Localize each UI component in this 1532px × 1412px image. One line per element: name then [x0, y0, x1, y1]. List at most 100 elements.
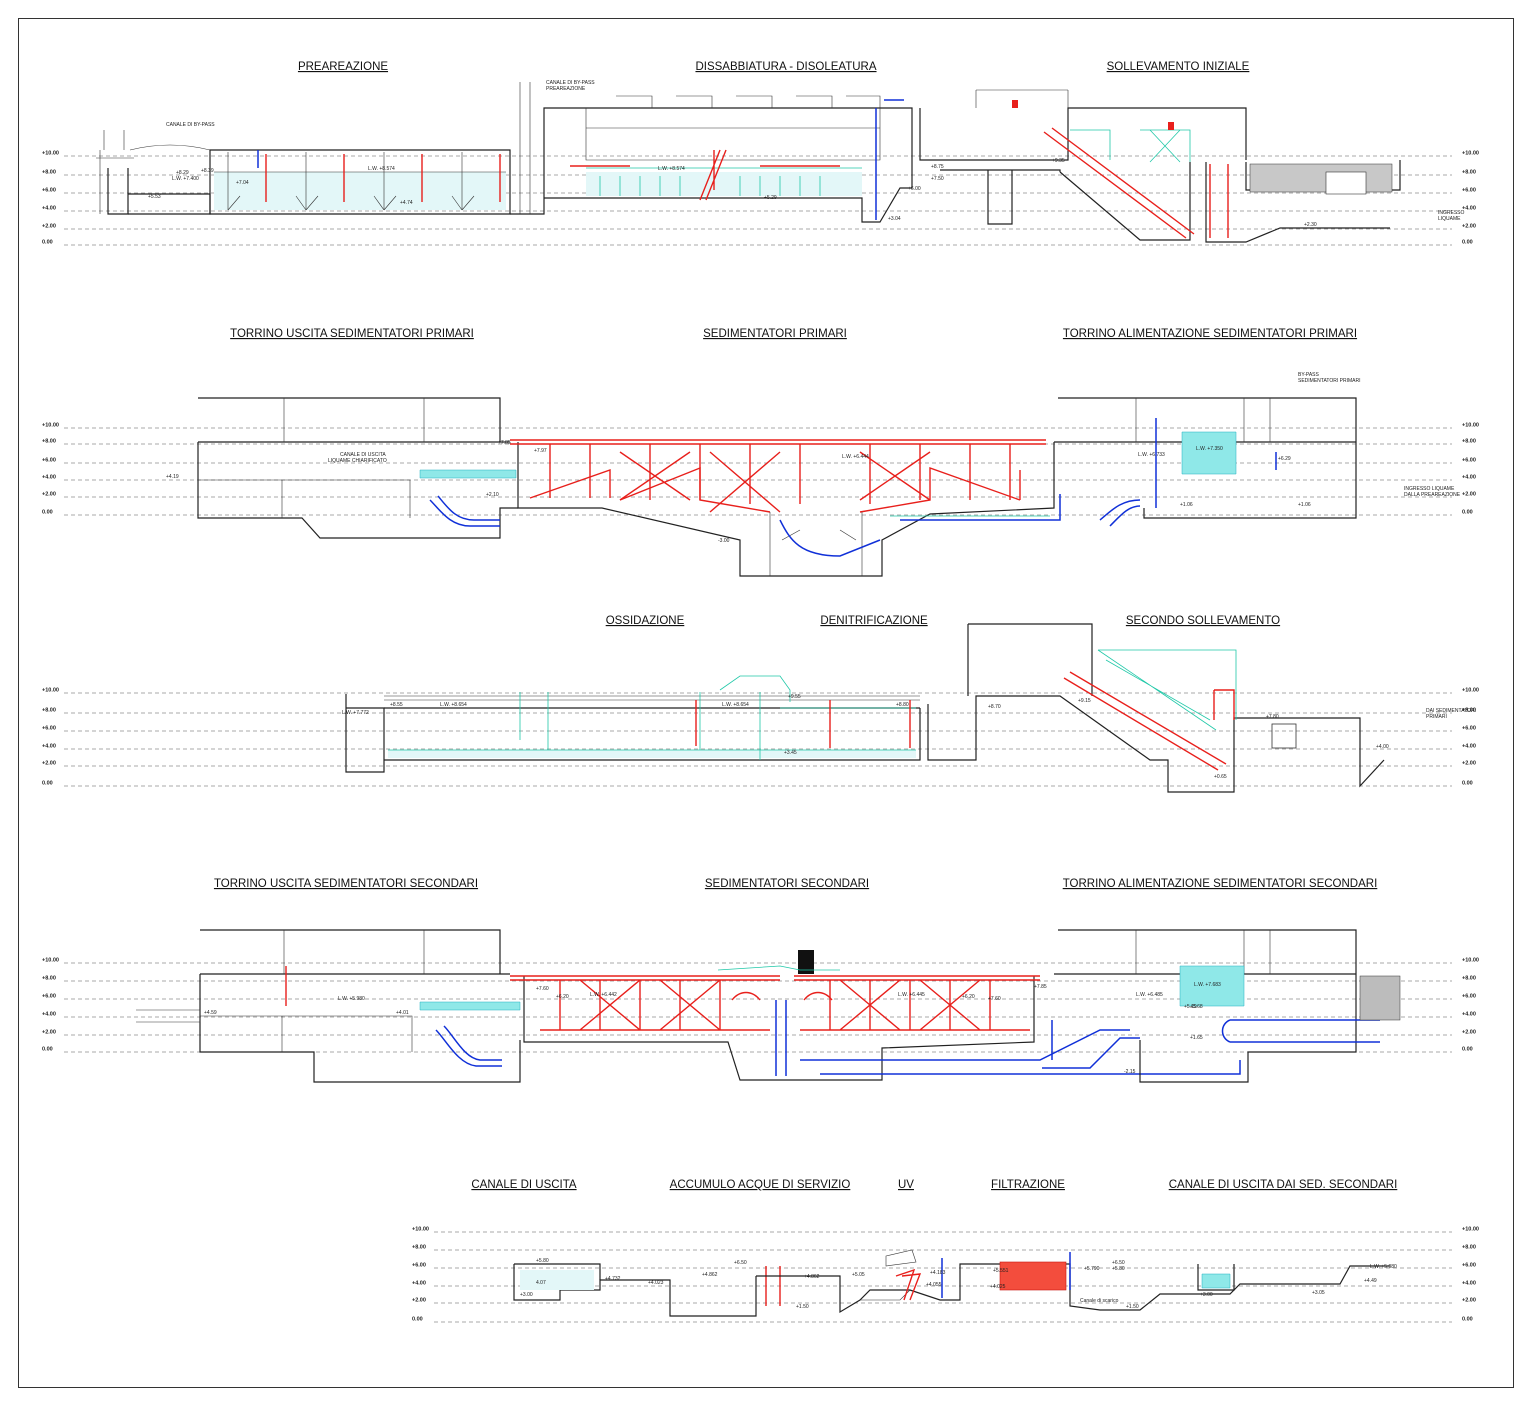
- elevation-annotation: +9.55: [788, 694, 801, 700]
- level-label-right: +2.00: [1462, 1298, 1476, 1304]
- level-label-right: +8.00: [1462, 1245, 1476, 1251]
- level-label-left: +8.00: [412, 1245, 426, 1251]
- level-label-right: +10.00: [1462, 1227, 1479, 1233]
- elevation-annotation: +1.50: [796, 1304, 809, 1310]
- elevation-annotation: +5.19: [1184, 1004, 1197, 1010]
- elevation-annotation: +3.45: [784, 750, 797, 756]
- elevation-annotation: +5.05: [852, 1272, 865, 1278]
- elevation-annotation: LIQUAME: [1438, 216, 1461, 222]
- level-label-left: +6.00: [412, 1263, 426, 1269]
- section-1-structures: [96, 82, 1401, 243]
- level-label-right: 0.00: [1462, 781, 1473, 787]
- elevation-annotation: -2.15: [1124, 1069, 1136, 1075]
- elevation-annotation: L.W. +7.400: [172, 176, 199, 182]
- level-label-right: +6.00: [1462, 726, 1476, 732]
- elevation-annotation: +3.05: [1312, 1290, 1325, 1296]
- section-title: TORRINO ALIMENTAZIONE SEDIMENTATORI PRIM…: [1063, 328, 1357, 340]
- elevation-annotation: +8.39: [201, 168, 214, 174]
- level-label-left: +10.00: [42, 423, 59, 429]
- elevation-annotation: DAI SEDIMENTATORI: [1426, 708, 1476, 714]
- elevation-annotation: +7.04: [236, 180, 249, 186]
- level-label-left: 0.00: [412, 1317, 423, 1323]
- section-3-structures: [345, 623, 1385, 793]
- level-label-right: +8.00: [1462, 439, 1476, 445]
- sheet-border: [18, 18, 1514, 1388]
- elevation-annotation: L.W. +7.350: [1196, 446, 1223, 452]
- elevation-annotation: +3.00: [520, 1292, 533, 1298]
- elevation-annotation: +3.04: [888, 216, 901, 222]
- level-label-right: +4.00: [1462, 1012, 1476, 1018]
- level-label-right: +6.00: [1462, 188, 1476, 194]
- level-label-left: +8.00: [42, 170, 56, 176]
- elevation-annotation: +4.732: [605, 1276, 621, 1282]
- elevation-annotation: +6.20: [556, 994, 569, 1000]
- level-lines: [64, 155, 1452, 1323]
- level-label-left: +2.00: [42, 224, 56, 230]
- elevation-annotation: DALLA PREAREAZIONE: [1404, 492, 1461, 498]
- elevation-annotation: +6.50: [734, 1260, 747, 1266]
- elevation-annotation: +5.80: [1112, 1266, 1125, 1272]
- level-label-right: +2.00: [1462, 492, 1476, 498]
- elevation-annotation: +0.65: [1214, 774, 1227, 780]
- level-label-left: +10.00: [42, 688, 59, 694]
- section-title: UV: [898, 1179, 914, 1191]
- level-label-right: +10.00: [1462, 958, 1479, 964]
- section-title: SECONDO SOLLEVAMENTO: [1126, 615, 1280, 627]
- drawing-text-layer: +10.00 +10.00 +8.00 +8.00 +6.00 +6.00 +4.00 +4.…: [42, 61, 1479, 1323]
- elevation-annotation: +4.023: [648, 1280, 664, 1286]
- section-title: TORRINO USCITA SEDIMENTATORI SECONDARI: [214, 878, 478, 890]
- level-label-left: +2.00: [42, 1030, 56, 1036]
- elevation-annotation: +2.10: [486, 492, 499, 498]
- level-label-right: +4.00: [1462, 1281, 1476, 1287]
- level-label-left: +10.00: [42, 151, 59, 157]
- elevation-annotation: -3.00: [718, 538, 730, 544]
- level-label-left: 0.00: [42, 1047, 53, 1053]
- level-label-left: +6.00: [42, 994, 56, 1000]
- elevation-annotation: +5.551: [993, 1268, 1009, 1274]
- section-title: OSSIDAZIONE: [606, 615, 685, 627]
- section-2-structures: [197, 397, 1357, 577]
- level-label-right: 0.00: [1462, 240, 1473, 246]
- elevation-annotation: +7.97: [534, 448, 547, 454]
- elevation-annotation: +4.055: [926, 1282, 942, 1288]
- elevation-annotation: INGRESSO: [1438, 210, 1465, 216]
- elevation-annotation: L.W. +6.733: [1138, 452, 1165, 458]
- elevation-annotation: +8.55: [390, 702, 403, 708]
- elevation-annotation: +4.01: [396, 1010, 409, 1016]
- elevation-annotation: +8.80: [896, 702, 909, 708]
- level-label-right: 0.00: [1462, 1047, 1473, 1053]
- elevation-annotation: CANALE DI BY-PASS: [166, 122, 215, 128]
- elevation-annotation: +3.00: [1200, 1292, 1213, 1298]
- section-title: TORRINO USCITA SEDIMENTATORI PRIMARI: [230, 328, 474, 340]
- section-title: CANALE DI USCITA DAI SED. SECONDARI: [1169, 1179, 1398, 1191]
- elevation-annotation: L.W. +8.654: [440, 702, 467, 708]
- section-5-structures: [513, 1249, 1390, 1317]
- elevation-annotation: +8.70: [988, 704, 1001, 710]
- level-label-right: +10.00: [1462, 423, 1479, 429]
- elevation-annotation: +5.29: [764, 195, 777, 201]
- section-title: DENITRIFICAZIONE: [820, 615, 928, 627]
- elevation-annotation: +6.00: [908, 186, 921, 192]
- elevation-annotation: L.W. +5.980: [1370, 1264, 1397, 1270]
- elevation-annotation: +1.50: [1126, 1304, 1139, 1310]
- elevation-annotation: +5.68: [1190, 1004, 1203, 1010]
- level-label-right: 0.00: [1462, 1317, 1473, 1323]
- level-label-right: +4.00: [1462, 206, 1476, 212]
- elevation-annotation: PREAREAZIONE: [546, 86, 586, 92]
- elevation-annotation: +4.19: [166, 474, 179, 480]
- elevation-annotation: +4.183: [930, 1270, 946, 1276]
- level-label-left: +4.00: [42, 475, 56, 481]
- elevation-annotation: +8.75: [931, 164, 944, 170]
- level-label-left: +10.00: [42, 958, 59, 964]
- level-label-right: +2.00: [1462, 761, 1476, 767]
- elevation-annotation: INGRESSO LIQUAME: [1404, 486, 1455, 492]
- elevation-annotation: +6.20: [962, 994, 975, 1000]
- elevation-annotation: +5.790: [1084, 1266, 1100, 1272]
- level-label-right: +8.00: [1462, 976, 1476, 982]
- section-title: SEDIMENTATORI PRIMARI: [703, 328, 847, 340]
- level-label-left: +8.00: [42, 439, 56, 445]
- level-label-left: +6.00: [42, 188, 56, 194]
- section-title: SEDIMENTATORI SECONDARI: [705, 878, 869, 890]
- elevation-annotation: LIQUAME CHIARIFICATO: [328, 458, 387, 464]
- level-label-left: +10.00: [412, 1227, 429, 1233]
